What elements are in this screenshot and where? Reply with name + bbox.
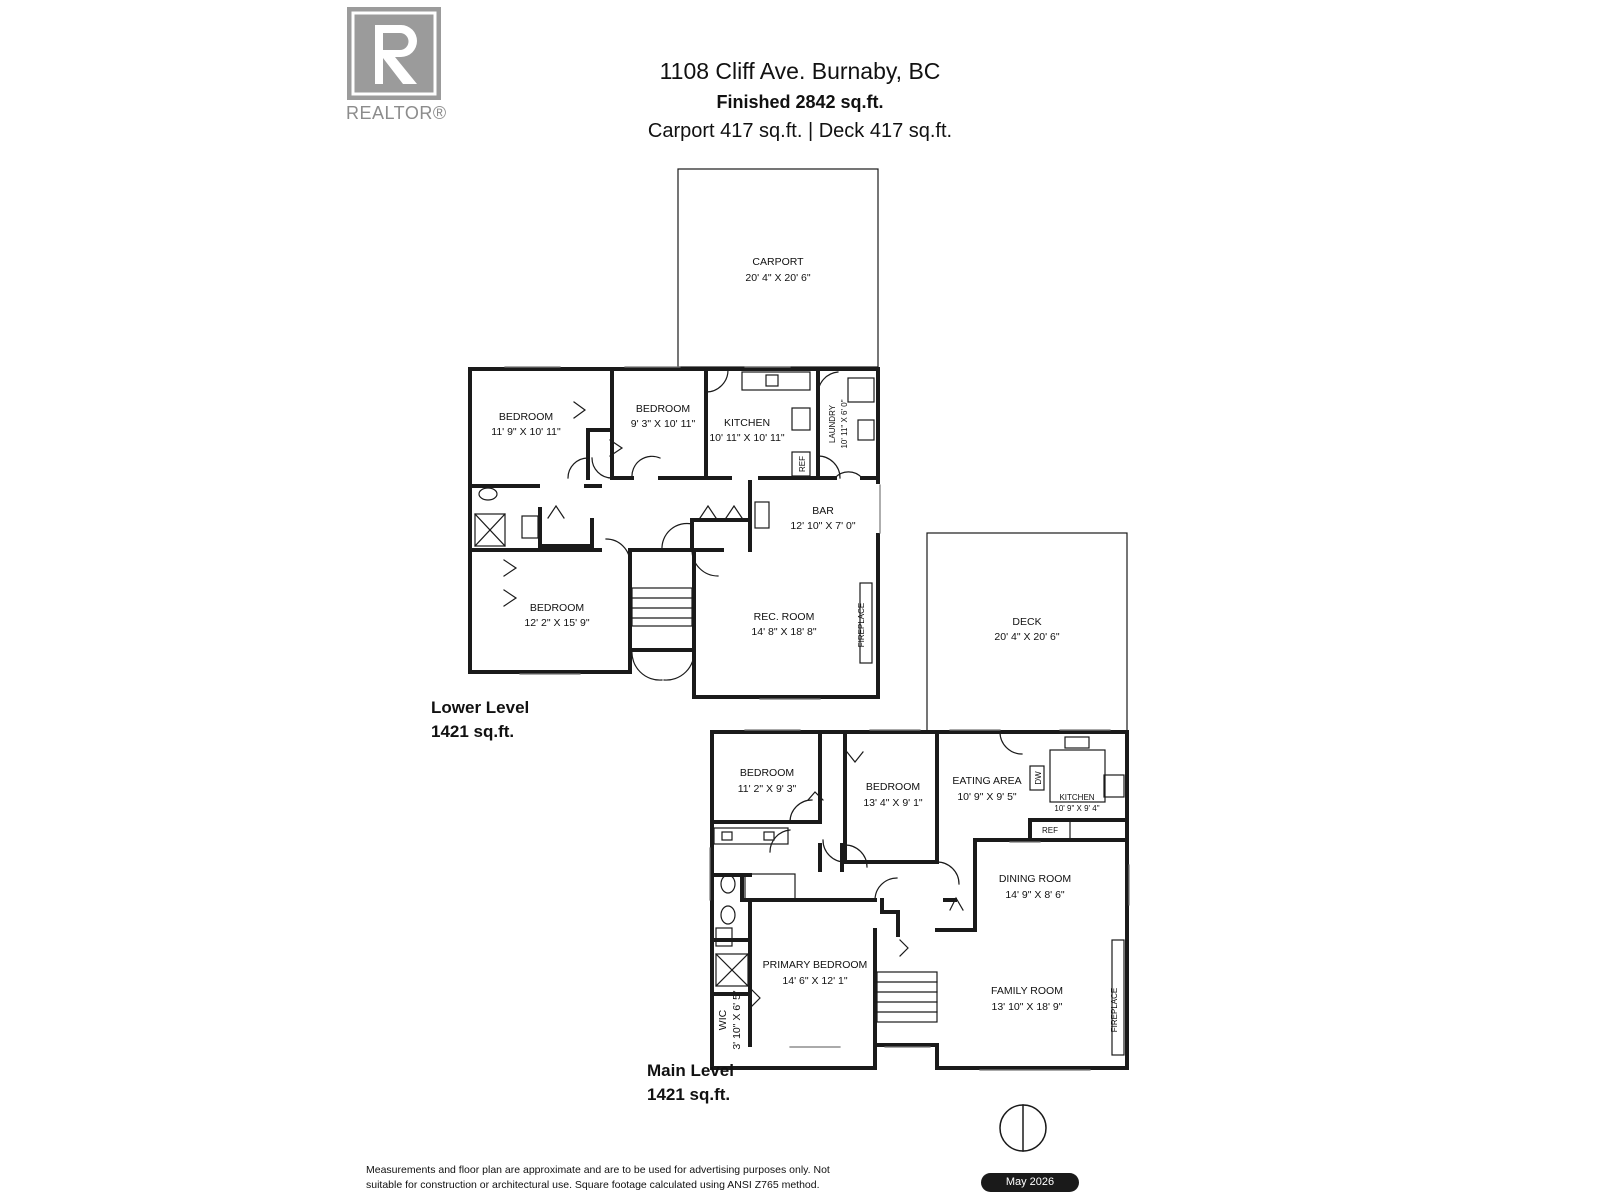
label-main-bedroom-1: BEDROOM — [740, 767, 794, 779]
label-laundry: LAUNDRY — [828, 404, 837, 443]
disclaimer: Measurements and floor plan are approxim… — [366, 1163, 926, 1193]
dims-bar: 12' 10" X 7' 0" — [790, 520, 855, 532]
dims-lower-bedroom-1: 11' 9" X 10' 11" — [491, 426, 561, 438]
dims-dining-room: 14' 9" X 8' 6" — [1005, 889, 1065, 901]
realtor-logo-icon — [347, 7, 441, 100]
dims-main-kitchen: 10' 9" X 9' 4" — [1054, 804, 1099, 813]
label-lower-ref: REF — [798, 456, 807, 472]
dims-carport: 20' 4" X 20' 6" — [745, 272, 810, 284]
label-dw: DW — [1034, 771, 1043, 785]
label-main-kitchen: KITCHEN — [1059, 793, 1094, 802]
date-badge: May 2026 — [981, 1173, 1079, 1192]
lower-level-fixtures — [474, 369, 875, 681]
label-lower-fireplace: FIREPLACE — [857, 603, 866, 647]
realtor-logo-text: REALTOR® — [346, 103, 447, 123]
dims-lower-bedroom-3: 12' 2" X 15' 9" — [524, 617, 589, 629]
finished-area: Finished 2842 sq.ft. — [716, 92, 884, 112]
disclaimer-line-1: Measurements and floor plan are approxim… — [366, 1164, 830, 1176]
main-level-title: Main Level — [647, 1061, 734, 1080]
north-compass-icon — [999, 1104, 1047, 1152]
lower-level-title: Lower Level — [431, 698, 530, 717]
dims-rec-room: 14' 8" X 18' 8" — [751, 626, 816, 638]
label-bar: BAR — [812, 505, 834, 517]
label-eating-area: EATING AREA — [952, 775, 1021, 787]
label-carport: CARPORT — [752, 256, 804, 268]
property-address: 1108 Cliff Ave. Burnaby, BC — [659, 58, 941, 84]
dims-main-bedroom-2: 13' 4" X 9' 1" — [863, 797, 923, 809]
label-main-fireplace: FIREPLACE — [1110, 988, 1119, 1032]
label-lower-kitchen: KITCHEN — [724, 417, 770, 429]
dims-primary-bedroom: 14' 6" X 12' 1" — [782, 975, 847, 987]
main-level-windows — [709, 729, 1130, 1071]
dims-deck: 20' 4" X 20' 6" — [994, 631, 1059, 643]
label-family-room: FAMILY ROOM — [991, 985, 1063, 997]
label-rec-room: REC. ROOM — [754, 611, 815, 623]
label-main-ref: REF — [1042, 826, 1058, 835]
main-level-fixtures — [713, 731, 1125, 1056]
label-main-bedroom-2: BEDROOM — [866, 781, 920, 793]
carport-outline — [677, 168, 879, 368]
label-dining-room: DINING ROOM — [999, 873, 1071, 885]
dims-lower-kitchen: 10' 11" X 10' 11" — [709, 432, 785, 444]
dims-eating-area: 10' 9" X 9' 5" — [957, 791, 1017, 803]
dims-wic: 3' 10" X 6' 5" — [731, 990, 743, 1050]
label-wic: WIC — [717, 1009, 729, 1030]
label-lower-bedroom-1: BEDROOM — [499, 411, 553, 423]
disclaimer-line-2: suitable for construction or architectur… — [366, 1179, 820, 1191]
label-lower-bedroom-2: BEDROOM — [636, 403, 690, 415]
dims-main-bedroom-1: 11' 2" X 9' 3" — [738, 783, 797, 795]
carport-deck-area: Carport 417 sq.ft. | Deck 417 sq.ft. — [647, 120, 953, 142]
label-lower-bedroom-3: BEDROOM — [530, 602, 584, 614]
lower-level-area: 1421 sq.ft. — [431, 722, 515, 741]
dims-laundry: 10' 11" X 6' 0" — [840, 399, 849, 448]
lower-level-caption: Lower Level 1421 sq.ft. — [431, 696, 529, 744]
lower-level-walls — [468, 367, 880, 699]
main-level-caption: Main Level 1421 sq.ft. — [647, 1059, 734, 1107]
dims-lower-bedroom-2: 9' 3" X 10' 11" — [631, 418, 696, 430]
label-deck: DECK — [1012, 616, 1041, 628]
dims-family-room: 13' 10" X 18' 9" — [991, 1001, 1062, 1013]
lower-level-windows — [504, 366, 881, 700]
main-level-area: 1421 sq.ft. — [647, 1085, 731, 1104]
label-primary-bedroom: PRIMARY BEDROOM — [763, 959, 868, 971]
main-level-walls — [710, 730, 1129, 1070]
